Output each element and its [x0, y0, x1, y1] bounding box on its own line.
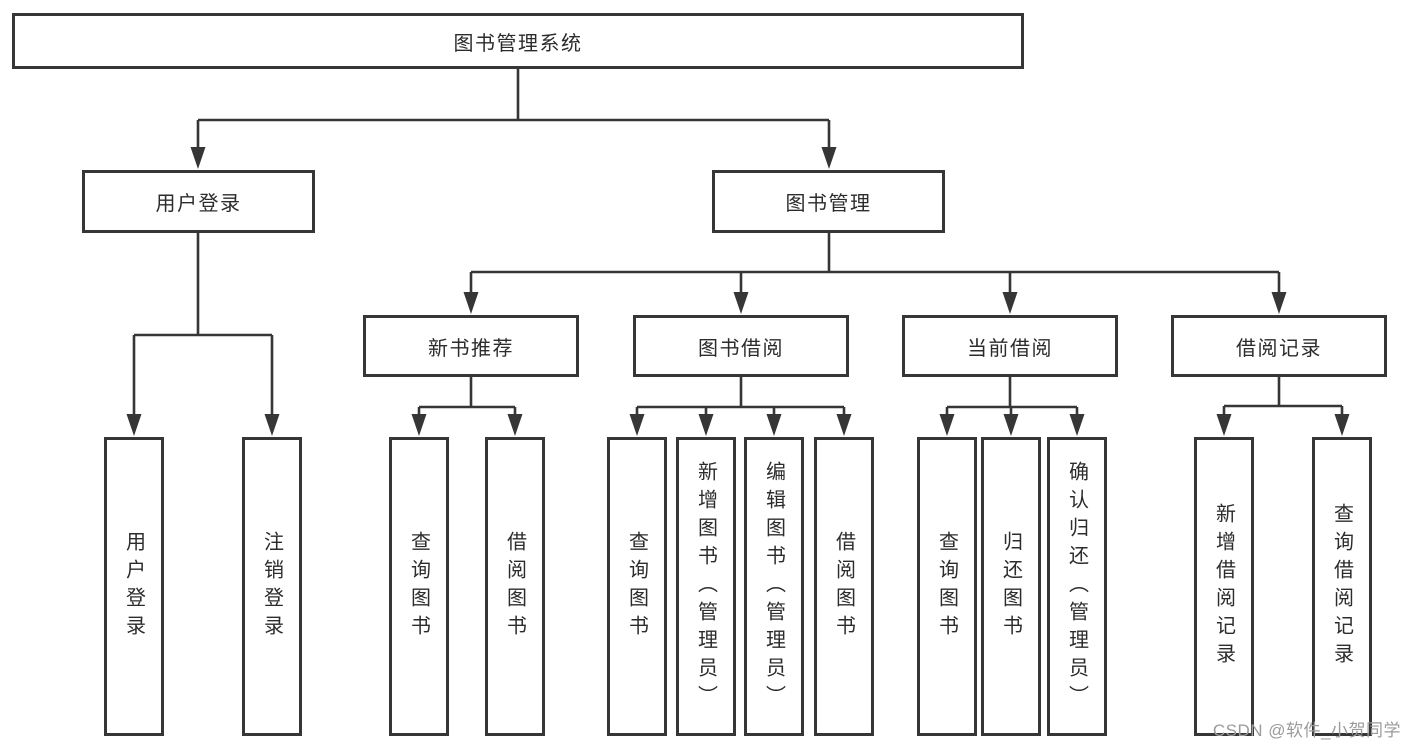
node-leaf-confirm-return-admin: 确认归还（管理员）: [1047, 437, 1107, 736]
node-current-borrowing: 当前借阅: [902, 315, 1118, 377]
watermark: CSDN @软件_小贺同学: [1212, 721, 1401, 740]
node-library-management-system-label: 图书管理系统: [453, 32, 583, 55]
node-leaf-borrow-books-recommend-label: 借阅图书: [503, 530, 526, 643]
node-leaf-query-books-current-label: 查询图书: [935, 530, 958, 643]
node-leaf-user-login: 用户登录: [104, 437, 164, 736]
connector-root: [190, 69, 837, 169]
node-leaf-add-borrow-record: 新增借阅记录: [1194, 437, 1254, 736]
node-leaf-query-borrow-record: 查询借阅记录: [1312, 437, 1372, 736]
node-user-login-label: 用户登录: [155, 193, 242, 215]
node-new-book-recommendation: 新书推荐: [363, 315, 579, 377]
node-leaf-return-books: 归还图书: [981, 437, 1041, 736]
node-borrowing-records: 借阅记录: [1171, 315, 1387, 377]
node-leaf-query-books-borrowing: 查询图书: [607, 437, 667, 736]
node-leaf-query-books-recommend: 查询图书: [389, 437, 449, 736]
node-leaf-borrow-books-recommend: 借阅图书: [485, 437, 545, 736]
node-new-book-recommendation-label: 新书推荐: [428, 337, 514, 360]
node-leaf-user-login-label: 用户登录: [122, 530, 145, 643]
node-leaf-borrow-books: 借阅图书: [814, 437, 874, 736]
node-leaf-borrow-books-label: 借阅图书: [832, 530, 855, 643]
node-leaf-confirm-return-admin-label: 确认归还（管理员）: [1065, 460, 1088, 713]
node-leaf-query-books-recommend-label: 查询图书: [407, 530, 430, 643]
node-library-management-system: 图书管理系统: [12, 13, 1024, 69]
node-current-borrowing-label: 当前借阅: [967, 337, 1053, 360]
node-book-management: 图书管理: [712, 170, 945, 233]
connector-current-borrowing: [939, 377, 1085, 436]
node-leaf-add-books-admin: 新增图书（管理员）: [676, 437, 736, 736]
connector-new-book-recommendation: [411, 377, 523, 436]
connector-book-management: [463, 233, 1287, 314]
node-leaf-logout-label: 注销登录: [260, 530, 283, 643]
node-leaf-query-books-borrowing-label: 查询图书: [625, 530, 648, 643]
node-borrowing-records-label: 借阅记录: [1236, 337, 1322, 360]
node-book-borrowing-label: 图书借阅: [698, 337, 784, 360]
node-leaf-edit-books-admin-label: 编辑图书（管理员）: [762, 460, 785, 713]
node-book-borrowing: 图书借阅: [633, 315, 849, 377]
connector-borrowing-records: [1216, 377, 1350, 436]
node-leaf-logout: 注销登录: [242, 437, 302, 736]
node-user-login: 用户登录: [82, 170, 315, 233]
node-leaf-add-borrow-record-label: 新增借阅记录: [1212, 502, 1235, 671]
node-leaf-return-books-label: 归还图书: [999, 530, 1022, 643]
connector-book-borrowing: [629, 377, 852, 436]
connector-user-login: [126, 233, 280, 436]
node-book-management-label: 图书管理: [785, 193, 872, 215]
node-leaf-query-borrow-record-label: 查询借阅记录: [1330, 502, 1353, 671]
node-leaf-edit-books-admin: 编辑图书（管理员）: [744, 437, 804, 736]
node-leaf-query-books-current: 查询图书: [917, 437, 977, 736]
node-leaf-add-books-admin-label: 新增图书（管理员）: [694, 460, 717, 713]
